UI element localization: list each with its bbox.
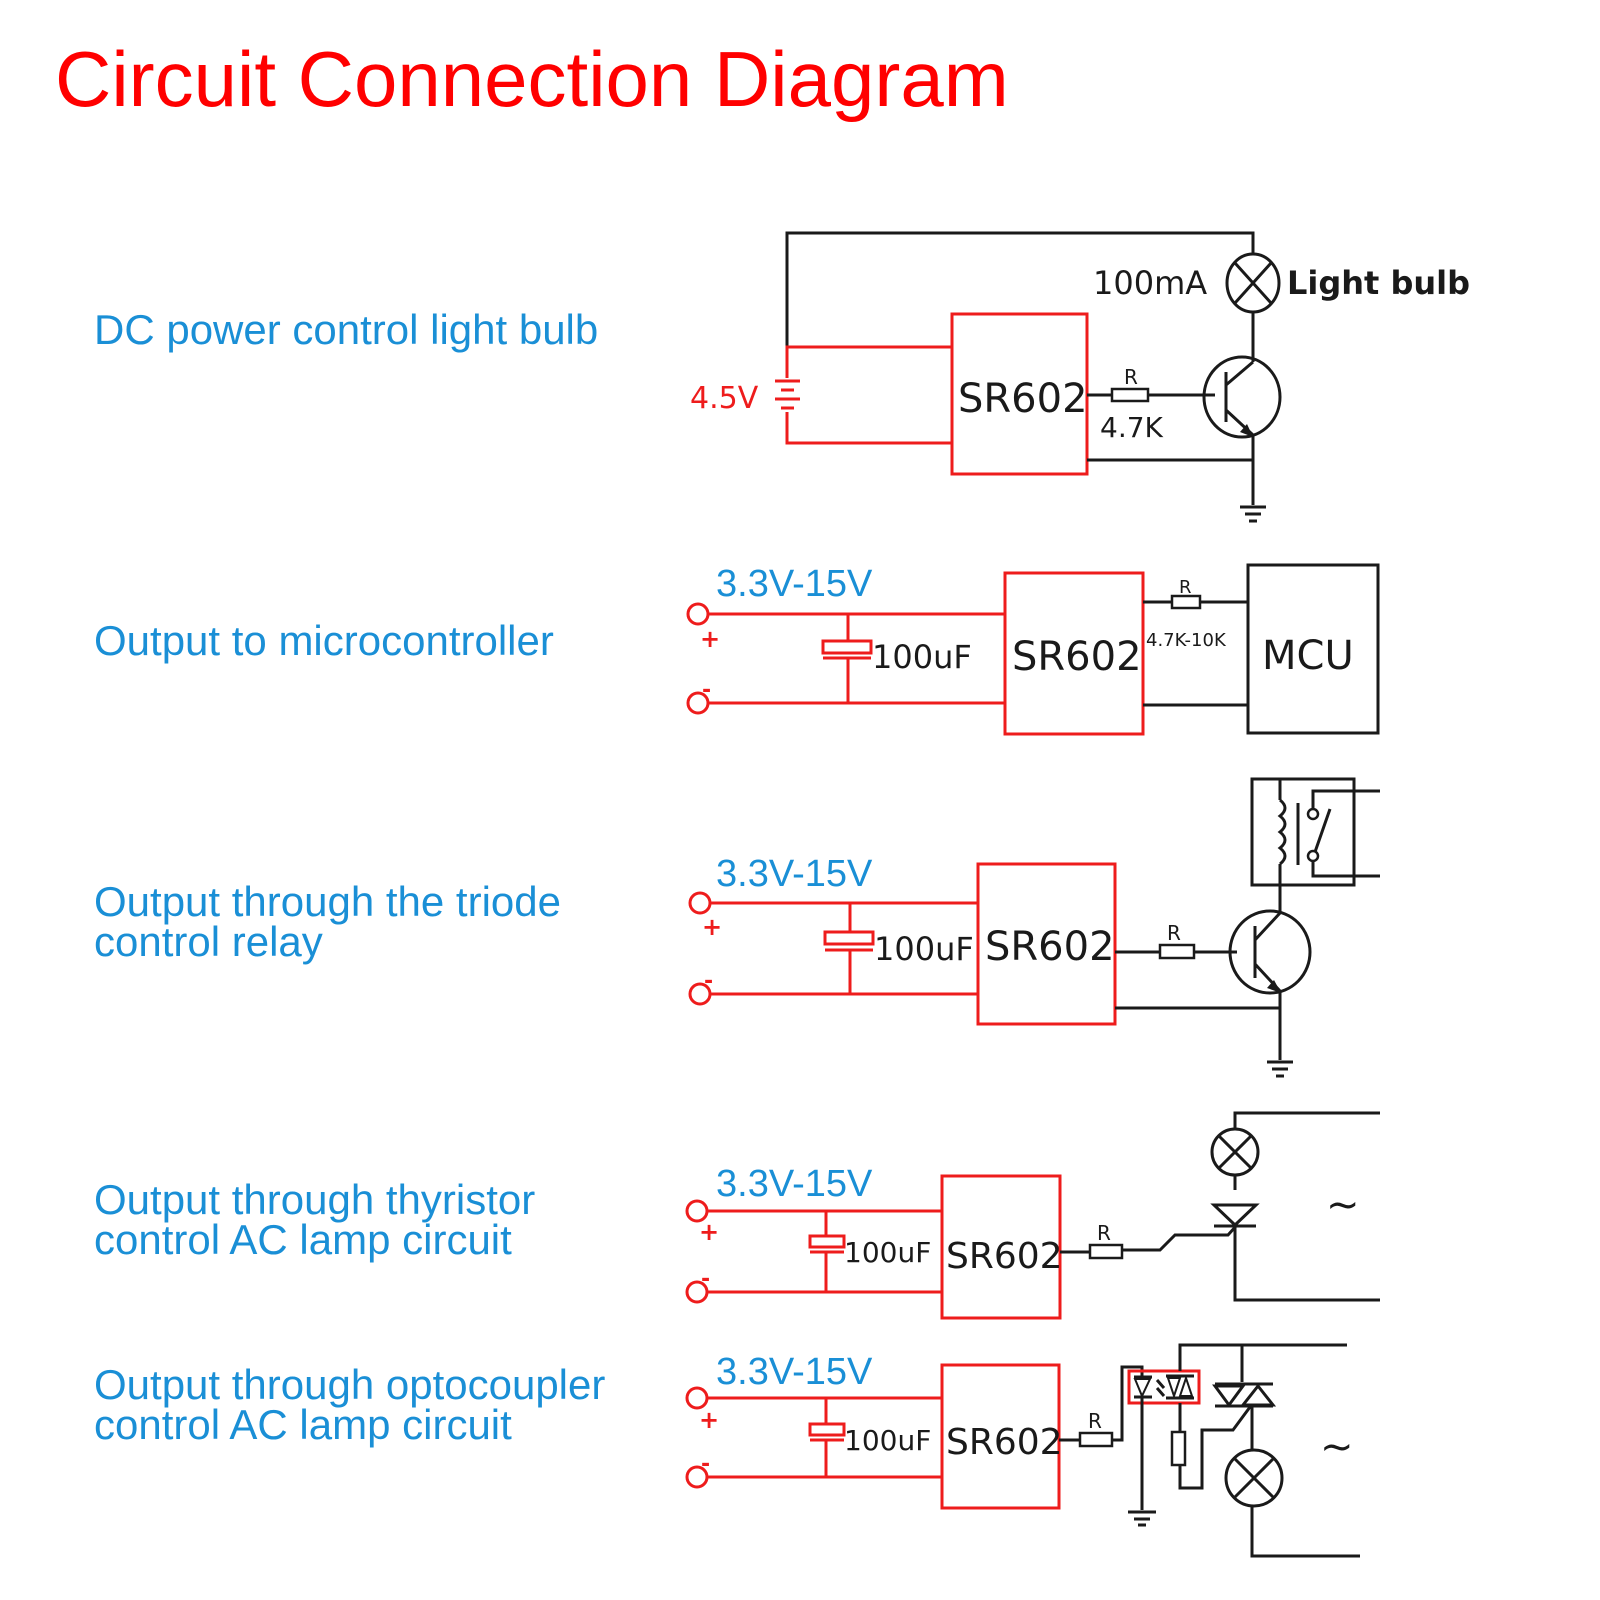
- description-line: control relay: [94, 918, 323, 965]
- ground-icon: [1267, 1060, 1293, 1078]
- module-label: SR602: [958, 376, 1088, 422]
- supply-voltage-label: 3.3V-15V: [716, 1351, 873, 1393]
- ground-icon: [1128, 1510, 1156, 1527]
- module-label: SR602: [985, 924, 1115, 970]
- wire: [1233, 1226, 1380, 1302]
- plus-label: +: [699, 1218, 719, 1246]
- resistor-icon: [1078, 1431, 1114, 1448]
- resistor-value: 4.7K-10K: [1146, 630, 1227, 651]
- circuit-1: 4.5V SR602 R 4.7K 100mA Light bulb: [690, 231, 1470, 523]
- circuit-1-description: DC power control light bulb: [94, 306, 599, 353]
- capacitor-icon: [808, 1398, 846, 1477]
- plus-label: +: [699, 1406, 719, 1434]
- sr602-module: [1003, 571, 1145, 736]
- ac-source-icon: ~: [1326, 1182, 1360, 1228]
- relay-icon: [1250, 777, 1380, 887]
- module-label: SR602: [946, 1236, 1063, 1277]
- capacitor-icon: [821, 614, 873, 703]
- description-line: Output through optocoupler: [94, 1361, 606, 1408]
- wire: [785, 345, 952, 378]
- circuit-3-description: Output through the triode control relay: [94, 878, 561, 965]
- resistor-icon: [1110, 387, 1150, 403]
- sr602-module: [940, 1174, 1062, 1320]
- circuit-5-description: Output through optocoupler control AC la…: [94, 1361, 606, 1448]
- description-line: control AC lamp circuit: [94, 1401, 512, 1448]
- page-title: Circuit Connection Diagram: [55, 35, 1009, 123]
- minus-label: -: [701, 1267, 710, 1292]
- load-label: Light bulb: [1287, 264, 1470, 302]
- capacitor-label: 100uF: [844, 1424, 931, 1457]
- capacitor-label: 100uF: [874, 930, 974, 968]
- resistor-icon: [1158, 943, 1196, 960]
- lamp-icon: [1224, 1448, 1284, 1508]
- npn-transistor-icon: [1228, 909, 1312, 995]
- plus-label: +: [702, 913, 722, 941]
- description-line: control AC lamp circuit: [94, 1216, 512, 1263]
- resistor-icon: [1170, 1430, 1187, 1467]
- description-line: Output through thyristor: [94, 1176, 536, 1223]
- circuit-5: 3.3V-15V + - 100uF SR602 R: [685, 1343, 1360, 1558]
- battery-icon: [775, 379, 800, 410]
- triac-icon: [1212, 1382, 1277, 1408]
- resistor-label: R: [1088, 1409, 1102, 1433]
- description-line: DC power control light bulb: [94, 306, 599, 353]
- resistor-label: R: [1097, 1221, 1111, 1245]
- capacitor-label: 100uF: [872, 638, 972, 676]
- plus-terminal-icon[interactable]: [686, 602, 710, 626]
- minus-label: -: [704, 969, 713, 994]
- circuit-4-description: Output through thyristor control AC lamp…: [94, 1176, 536, 1263]
- mcu-block: [1246, 563, 1380, 735]
- description-line: Output to microcontroller: [94, 617, 554, 664]
- ac-source-icon: ~: [1320, 1424, 1354, 1470]
- plus-terminal-icon[interactable]: [685, 1386, 709, 1410]
- sr602-module: [976, 862, 1117, 1026]
- resistor-icon: [1088, 1243, 1124, 1260]
- load-current-label: 100mA: [1093, 264, 1207, 302]
- circuit-3: 3.3V-15V + - 100uF SR602 R: [688, 777, 1380, 1078]
- load-label: MCU: [1262, 633, 1354, 679]
- sr602-module: [940, 1363, 1061, 1510]
- plus-terminal-icon[interactable]: [688, 891, 712, 915]
- capacitor-label: 100uF: [844, 1236, 931, 1269]
- plus-label: +: [700, 625, 720, 653]
- gate-wire: [1178, 1406, 1252, 1490]
- resistor-label: R: [1179, 577, 1192, 598]
- circuit-2: 3.3V-15V + - 100uF SR602 R 4.7K-10K MCU: [686, 563, 1380, 736]
- npn-transistor-icon: [1202, 355, 1282, 439]
- gate-wire: [1122, 1223, 1239, 1252]
- supply-voltage-label: 4.5V: [690, 381, 759, 416]
- lamp-icon: [1210, 1127, 1260, 1177]
- wire: [785, 412, 952, 445]
- capacitor-icon: [823, 903, 875, 994]
- optocoupler-icon: [1127, 1369, 1201, 1405]
- circuit-4: 3.3V-15V + - 100uF SR602 R ~: [685, 1111, 1380, 1320]
- ground-icon: [1240, 505, 1266, 523]
- capacitor-icon: [808, 1211, 846, 1292]
- minus-label: -: [702, 678, 711, 703]
- wire: [785, 231, 1255, 354]
- resistor-value: 4.7K: [1100, 411, 1164, 444]
- light-bulb-icon: [1225, 252, 1281, 314]
- resistor-label: R: [1167, 921, 1181, 945]
- supply-voltage-label: 3.3V-15V: [716, 1163, 873, 1205]
- supply-voltage-label: 3.3V-15V: [716, 853, 873, 895]
- module-label: SR602: [1012, 634, 1142, 680]
- description-line: Output through the triode: [94, 878, 561, 925]
- module-label: SR602: [946, 1422, 1063, 1463]
- minus-label: -: [701, 1452, 710, 1477]
- wire: [1250, 1506, 1360, 1558]
- supply-voltage-label: 3.3V-15V: [716, 563, 873, 605]
- thyristor-icon: [1210, 1203, 1260, 1228]
- circuit-2-description: Output to microcontroller: [94, 617, 554, 664]
- resistor-label: R: [1124, 365, 1138, 389]
- wire: [1178, 1343, 1347, 1371]
